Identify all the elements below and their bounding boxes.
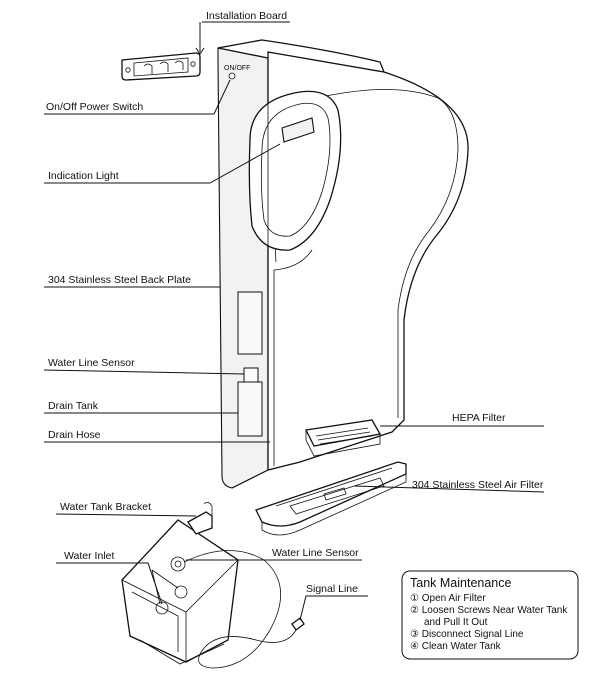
label-hepa-filter: HEPA Filter [452,412,506,424]
maintenance-step-2-cont: and Pull It Out [424,617,488,628]
label-air-filter: 304 Stainless Steel Air Filter [412,479,544,491]
dryer-body [217,39,469,489]
label-installation-board: Installation Board [206,10,287,22]
tank-maintenance-box: Tank Maintenance ① Open Air Filter ② Loo… [401,570,579,660]
maintenance-title: Tank Maintenance [410,576,512,590]
air-filter-tray [255,461,407,536]
water-tank [121,502,305,669]
leader-lines [43,21,545,621]
hepa-filter [305,419,382,457]
label-signal-line: Signal Line [306,583,358,595]
label-water-inlet: Water Inlet [64,550,114,562]
label-water-line-sensor-2: Water Line Sensor [272,547,359,559]
label-drain-tank: Drain Tank [48,400,99,412]
maintenance-step-3: ③ Disconnect Signal Line [410,629,524,640]
label-switch-marking: ON/OFF [224,65,250,72]
label-power-switch: On/Off Power Switch [46,101,143,113]
label-water-tank-bracket: Water Tank Bracket [60,501,151,513]
label-indication-light: Indication Light [48,170,119,182]
maintenance-step-2: ② Loosen Screws Near Water Tank [410,605,568,616]
installation-board [121,52,201,81]
labels: Installation Board ON/OFF On/Off Power S… [46,10,544,595]
label-back-plate: 304 Stainless Steel Back Plate [48,274,191,286]
label-water-line-sensor: Water Line Sensor [48,357,135,369]
label-drain-hose: Drain Hose [48,429,101,441]
maintenance-step-1: ① Open Air Filter [410,593,486,604]
maintenance-step-4: ④ Clean Water Tank [410,641,502,652]
